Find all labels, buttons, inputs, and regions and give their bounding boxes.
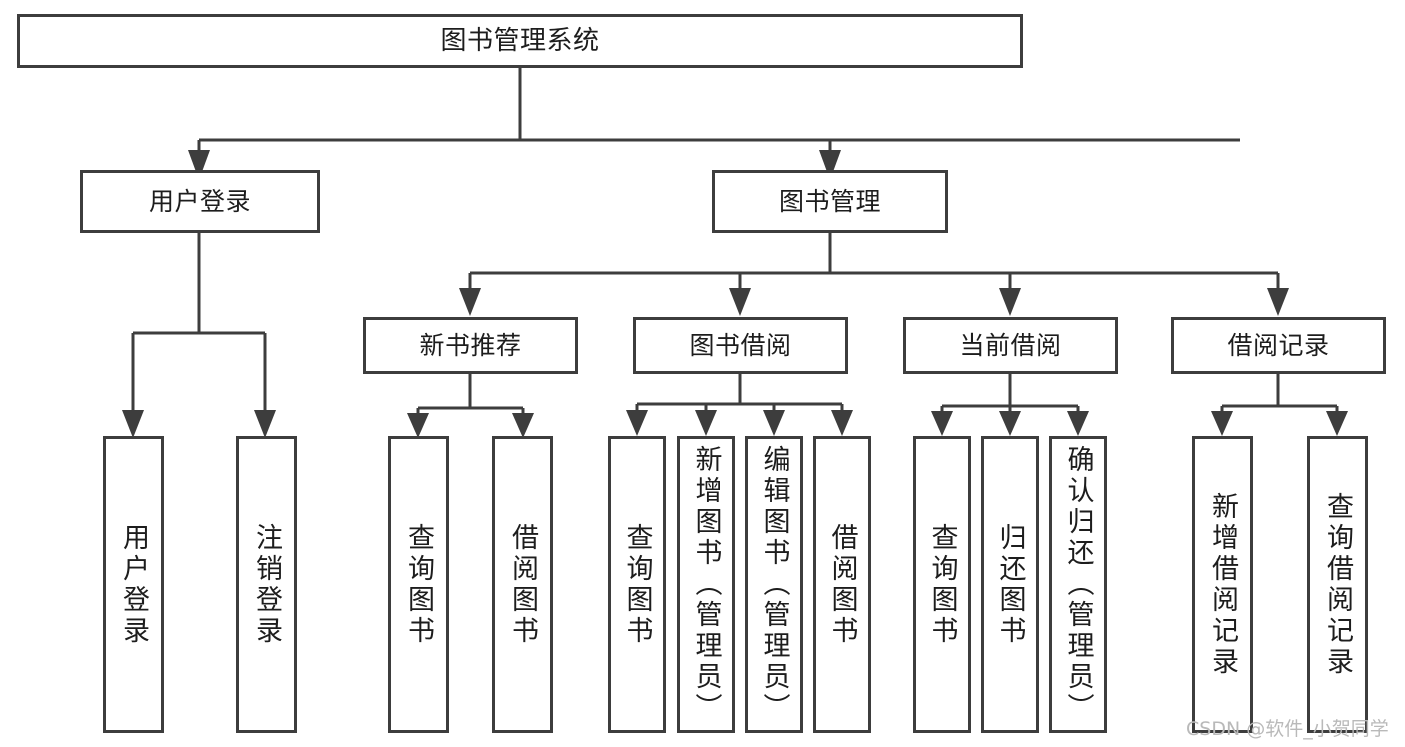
leaf-logout[interactable]: 注销登录 bbox=[236, 436, 297, 733]
node-label: 借阅记录 bbox=[1227, 330, 1330, 360]
node-book-borrow[interactable]: 图书借阅 bbox=[633, 317, 848, 374]
leaf-edit-book[interactable]: 编辑图书（管理员） bbox=[745, 436, 803, 733]
leaf-confirm-return[interactable]: 确认归还（管理员） bbox=[1049, 436, 1107, 733]
leaf-query-book-1[interactable]: 查询图书 bbox=[388, 436, 449, 733]
node-label: 图书借阅 bbox=[689, 330, 792, 360]
node-label: 借阅图书 bbox=[507, 522, 538, 647]
leaf-query-book-3[interactable]: 查询图书 bbox=[913, 436, 971, 733]
leaf-query-book-2[interactable]: 查询图书 bbox=[608, 436, 666, 733]
csdn-watermark: CSDN @软件_小贺同学 bbox=[1186, 718, 1389, 740]
leaf-query-borrow-record[interactable]: 查询借阅记录 bbox=[1307, 436, 1368, 733]
node-borrow-record[interactable]: 借阅记录 bbox=[1171, 317, 1386, 374]
node-label: 查询图书 bbox=[621, 522, 653, 647]
node-label: 新增图书（管理员） bbox=[690, 445, 722, 724]
node-new-book-recommend[interactable]: 新书推荐 bbox=[363, 317, 578, 374]
node-label: 确认归还（管理员） bbox=[1062, 445, 1094, 724]
node-label: 查询图书 bbox=[403, 522, 434, 647]
node-label: 注销登录 bbox=[251, 522, 282, 647]
node-label: 图书管理系统 bbox=[440, 25, 600, 56]
node-root-system[interactable]: 图书管理系统 bbox=[17, 14, 1023, 68]
node-current-borrow[interactable]: 当前借阅 bbox=[903, 317, 1118, 374]
leaf-add-book[interactable]: 新增图书（管理员） bbox=[677, 436, 735, 733]
leaf-user-login[interactable]: 用户登录 bbox=[103, 436, 164, 733]
node-label: 用户登录 bbox=[148, 186, 251, 216]
node-label: 新书推荐 bbox=[419, 330, 522, 360]
node-label: 当前借阅 bbox=[959, 330, 1062, 360]
leaf-return-book[interactable]: 归还图书 bbox=[981, 436, 1039, 733]
node-label: 归还图书 bbox=[994, 522, 1026, 647]
node-label: 查询借阅记录 bbox=[1322, 491, 1353, 678]
node-user-login[interactable]: 用户登录 bbox=[80, 170, 320, 233]
leaf-borrow-book-2[interactable]: 借阅图书 bbox=[813, 436, 871, 733]
node-label: 新增借阅记录 bbox=[1207, 491, 1238, 678]
node-label: 图书管理 bbox=[778, 186, 881, 216]
node-label: 编辑图书（管理员） bbox=[758, 445, 790, 724]
leaf-borrow-book-1[interactable]: 借阅图书 bbox=[492, 436, 553, 733]
node-label: 借阅图书 bbox=[826, 522, 858, 647]
node-label: 查询图书 bbox=[926, 522, 958, 647]
leaf-add-borrow-record[interactable]: 新增借阅记录 bbox=[1192, 436, 1253, 733]
node-book-manage[interactable]: 图书管理 bbox=[712, 170, 948, 233]
node-label: 用户登录 bbox=[118, 522, 149, 647]
